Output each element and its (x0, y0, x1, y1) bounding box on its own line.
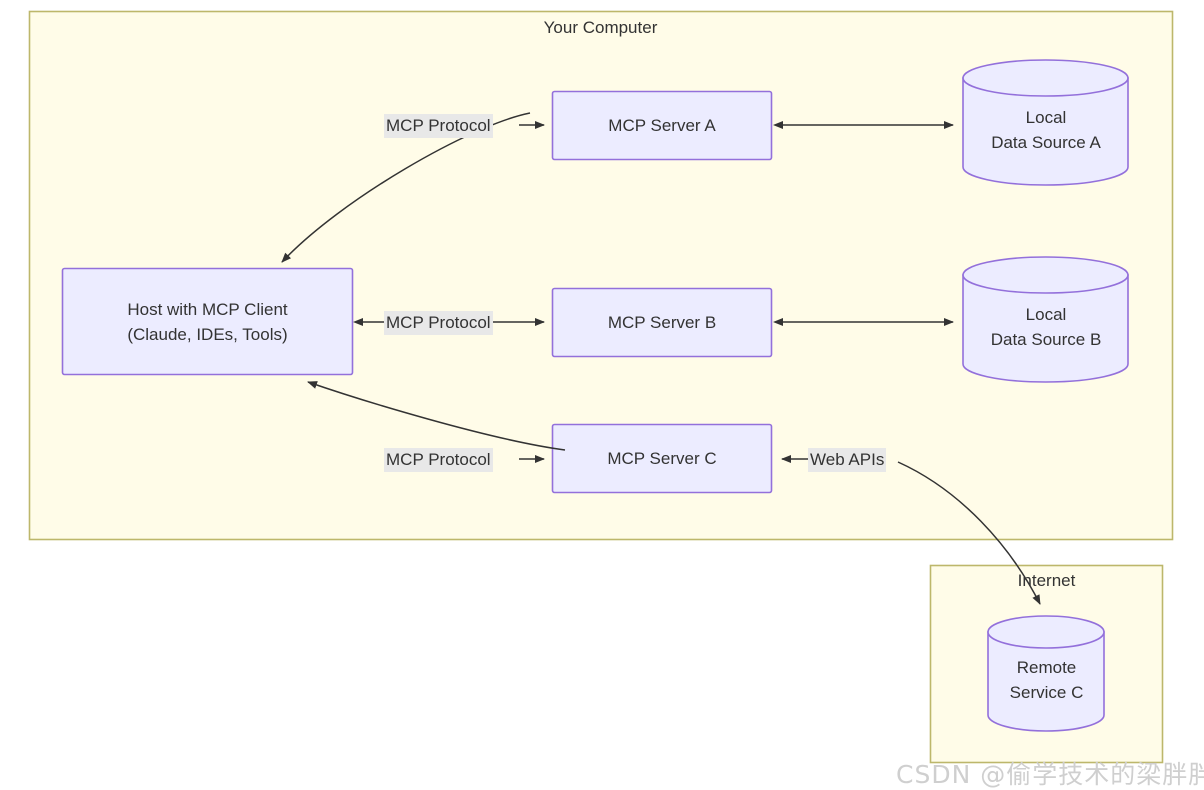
group-title-internet: Internet (1017, 571, 1076, 590)
node-remote-service-c-shape[interactable] (987, 615, 1105, 732)
edge-label-mcp-protocol-b: MCP Protocol (384, 311, 493, 335)
edge-host-server-a (281, 112, 531, 263)
node-data-source-b-shape[interactable] (962, 256, 1129, 383)
edge-label-mcp-protocol-c: MCP Protocol (384, 448, 493, 472)
csdn-watermark: CSDN @偷学技术的梁胖胖yo (896, 760, 1204, 789)
group-title-your-computer: Your Computer (543, 18, 658, 37)
edge-server-c-remote-service-c (897, 461, 1041, 605)
node-data-source-a-shape[interactable] (962, 59, 1129, 186)
node-server-c-shape[interactable] (551, 423, 773, 494)
node-server-a-shape[interactable] (551, 90, 773, 161)
edge-label-mcp-protocol-a: MCP Protocol (384, 114, 493, 138)
node-server-b-shape[interactable] (551, 287, 773, 358)
edge-host-server-c (307, 381, 566, 451)
node-host-shape[interactable] (61, 267, 354, 376)
edge-label-web-apis: Web APIs (808, 448, 887, 472)
